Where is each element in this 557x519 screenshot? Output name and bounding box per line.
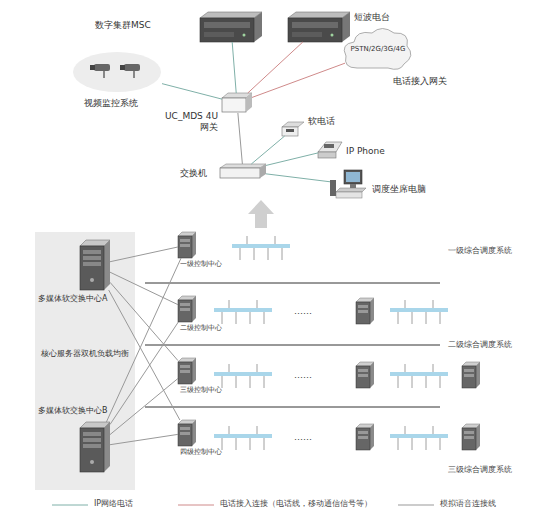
terminal-icon	[462, 424, 480, 450]
softphone-icon	[282, 122, 304, 136]
bus-bar	[390, 426, 448, 450]
level-separator	[145, 407, 440, 408]
control-center-node: 二级控制中心	[178, 296, 196, 322]
node-label: 软电话	[308, 116, 335, 127]
connector-line	[110, 247, 178, 262]
terminal-icon	[356, 298, 374, 324]
msc-rack	[200, 12, 262, 42]
legend-text: 模拟语音连接线	[440, 499, 496, 509]
gateway-icon	[222, 93, 252, 112]
core-panel: 核心服务器双机负载均衡多媒体软交换中心A多媒体软交换中心B	[35, 232, 135, 490]
control-center-node: 三级控制中心	[178, 358, 196, 384]
connector-line	[110, 282, 178, 360]
node-label: PSTN/2G/3G/4G	[345, 45, 411, 53]
cc4-icon	[178, 420, 196, 446]
level-label: ……	[294, 370, 312, 381]
terminal-icon	[356, 362, 374, 388]
device-node: 软电话	[282, 122, 304, 136]
terminal-icon	[356, 424, 374, 450]
terminal-icon	[462, 362, 480, 388]
connector-line	[232, 42, 236, 93]
legend-text: 电话接入连接（电话线，移动通信信号等）	[220, 499, 372, 509]
bus-bar	[214, 426, 272, 450]
level-label: 三级综合调度系统	[448, 465, 512, 475]
node-label: 数字集群MSC	[95, 20, 151, 31]
device-node: IP Phone	[318, 142, 342, 158]
level-separator	[145, 345, 440, 346]
dispatch-pc-icon	[330, 170, 366, 198]
legend-text: IP网络电话	[94, 499, 133, 509]
connector-line	[266, 153, 318, 166]
level-label: ……	[294, 432, 312, 443]
video-ground	[73, 52, 161, 92]
server-node: 多媒体软交换中心B	[80, 422, 110, 472]
device-node: 数字集群MSC	[200, 12, 262, 42]
connector-line	[110, 272, 178, 305]
connector-line	[162, 84, 222, 100]
node-label: 四级控制中心	[180, 448, 222, 456]
bus-bar	[214, 364, 272, 388]
level-label: 一级综合调度系统	[448, 246, 512, 256]
level-separator	[145, 283, 440, 284]
node-label: 多媒体软交换中心B	[38, 406, 108, 416]
control-center-node: 一级控制中心	[178, 232, 196, 258]
node-label: 三级控制中心	[180, 386, 222, 394]
connector-line	[252, 63, 345, 97]
camera-icons	[90, 64, 140, 78]
cloud-node: PSTN/2G/3G/4G电话接入网关	[345, 30, 411, 72]
core-panel-ground	[35, 232, 135, 490]
video-node: 视频监控系统	[72, 52, 162, 92]
cc1-icon	[178, 232, 196, 258]
server-b-icon	[80, 422, 110, 472]
node-label: 视频监控系统	[84, 98, 138, 109]
node-label: 一级控制中心	[180, 260, 222, 268]
node-label: IP Phone	[346, 146, 385, 157]
gateway-node: UC_MDS 4U 网关	[222, 93, 252, 113]
switch-node: 交换机	[220, 164, 266, 178]
node-label: 多媒体软交换中心A	[38, 294, 107, 304]
connector-line	[106, 258, 181, 422]
node-label: 核心服务器双机负载均衡	[41, 349, 129, 359]
legend-line-sample	[398, 505, 434, 506]
node-label: 交换机	[180, 168, 207, 179]
cc3-icon	[178, 358, 196, 384]
ip-phone-icon	[318, 142, 342, 158]
connector-line	[266, 174, 330, 182]
connector-line	[110, 378, 178, 434]
node-label: 二级控制中心	[180, 324, 222, 332]
legend-line-sample	[178, 505, 214, 506]
network-cloud	[344, 29, 411, 70]
device-node: 调度坐席电脑	[330, 170, 366, 198]
node-label: 调度坐席电脑	[372, 184, 426, 195]
connector-line	[238, 113, 243, 164]
connector-line	[248, 42, 303, 93]
switch-icon	[220, 164, 266, 178]
node-label: 短波电台	[354, 12, 390, 23]
cc2-icon	[178, 296, 196, 322]
bus-bar	[232, 236, 290, 260]
bus-bar	[390, 300, 448, 324]
server-a-icon	[80, 240, 110, 290]
server-node: 多媒体软交换中心A	[80, 240, 110, 290]
bus-bar	[390, 364, 448, 388]
bus-bar	[214, 300, 272, 324]
control-center-node: 四级控制中心	[178, 420, 196, 446]
connector-line	[251, 136, 284, 164]
legend-line-sample	[52, 505, 88, 506]
radio-rack	[288, 12, 350, 42]
level-label: 二级综合调度系统	[448, 340, 512, 350]
connector-line	[110, 322, 178, 425]
node-label: 电话接入网关	[393, 76, 447, 87]
level-label: ……	[294, 306, 312, 317]
device-node: 短波电台	[288, 12, 350, 42]
connector-line	[110, 434, 178, 444]
up-arrow	[248, 200, 274, 228]
node-label: UC_MDS 4U 网关	[158, 111, 218, 133]
